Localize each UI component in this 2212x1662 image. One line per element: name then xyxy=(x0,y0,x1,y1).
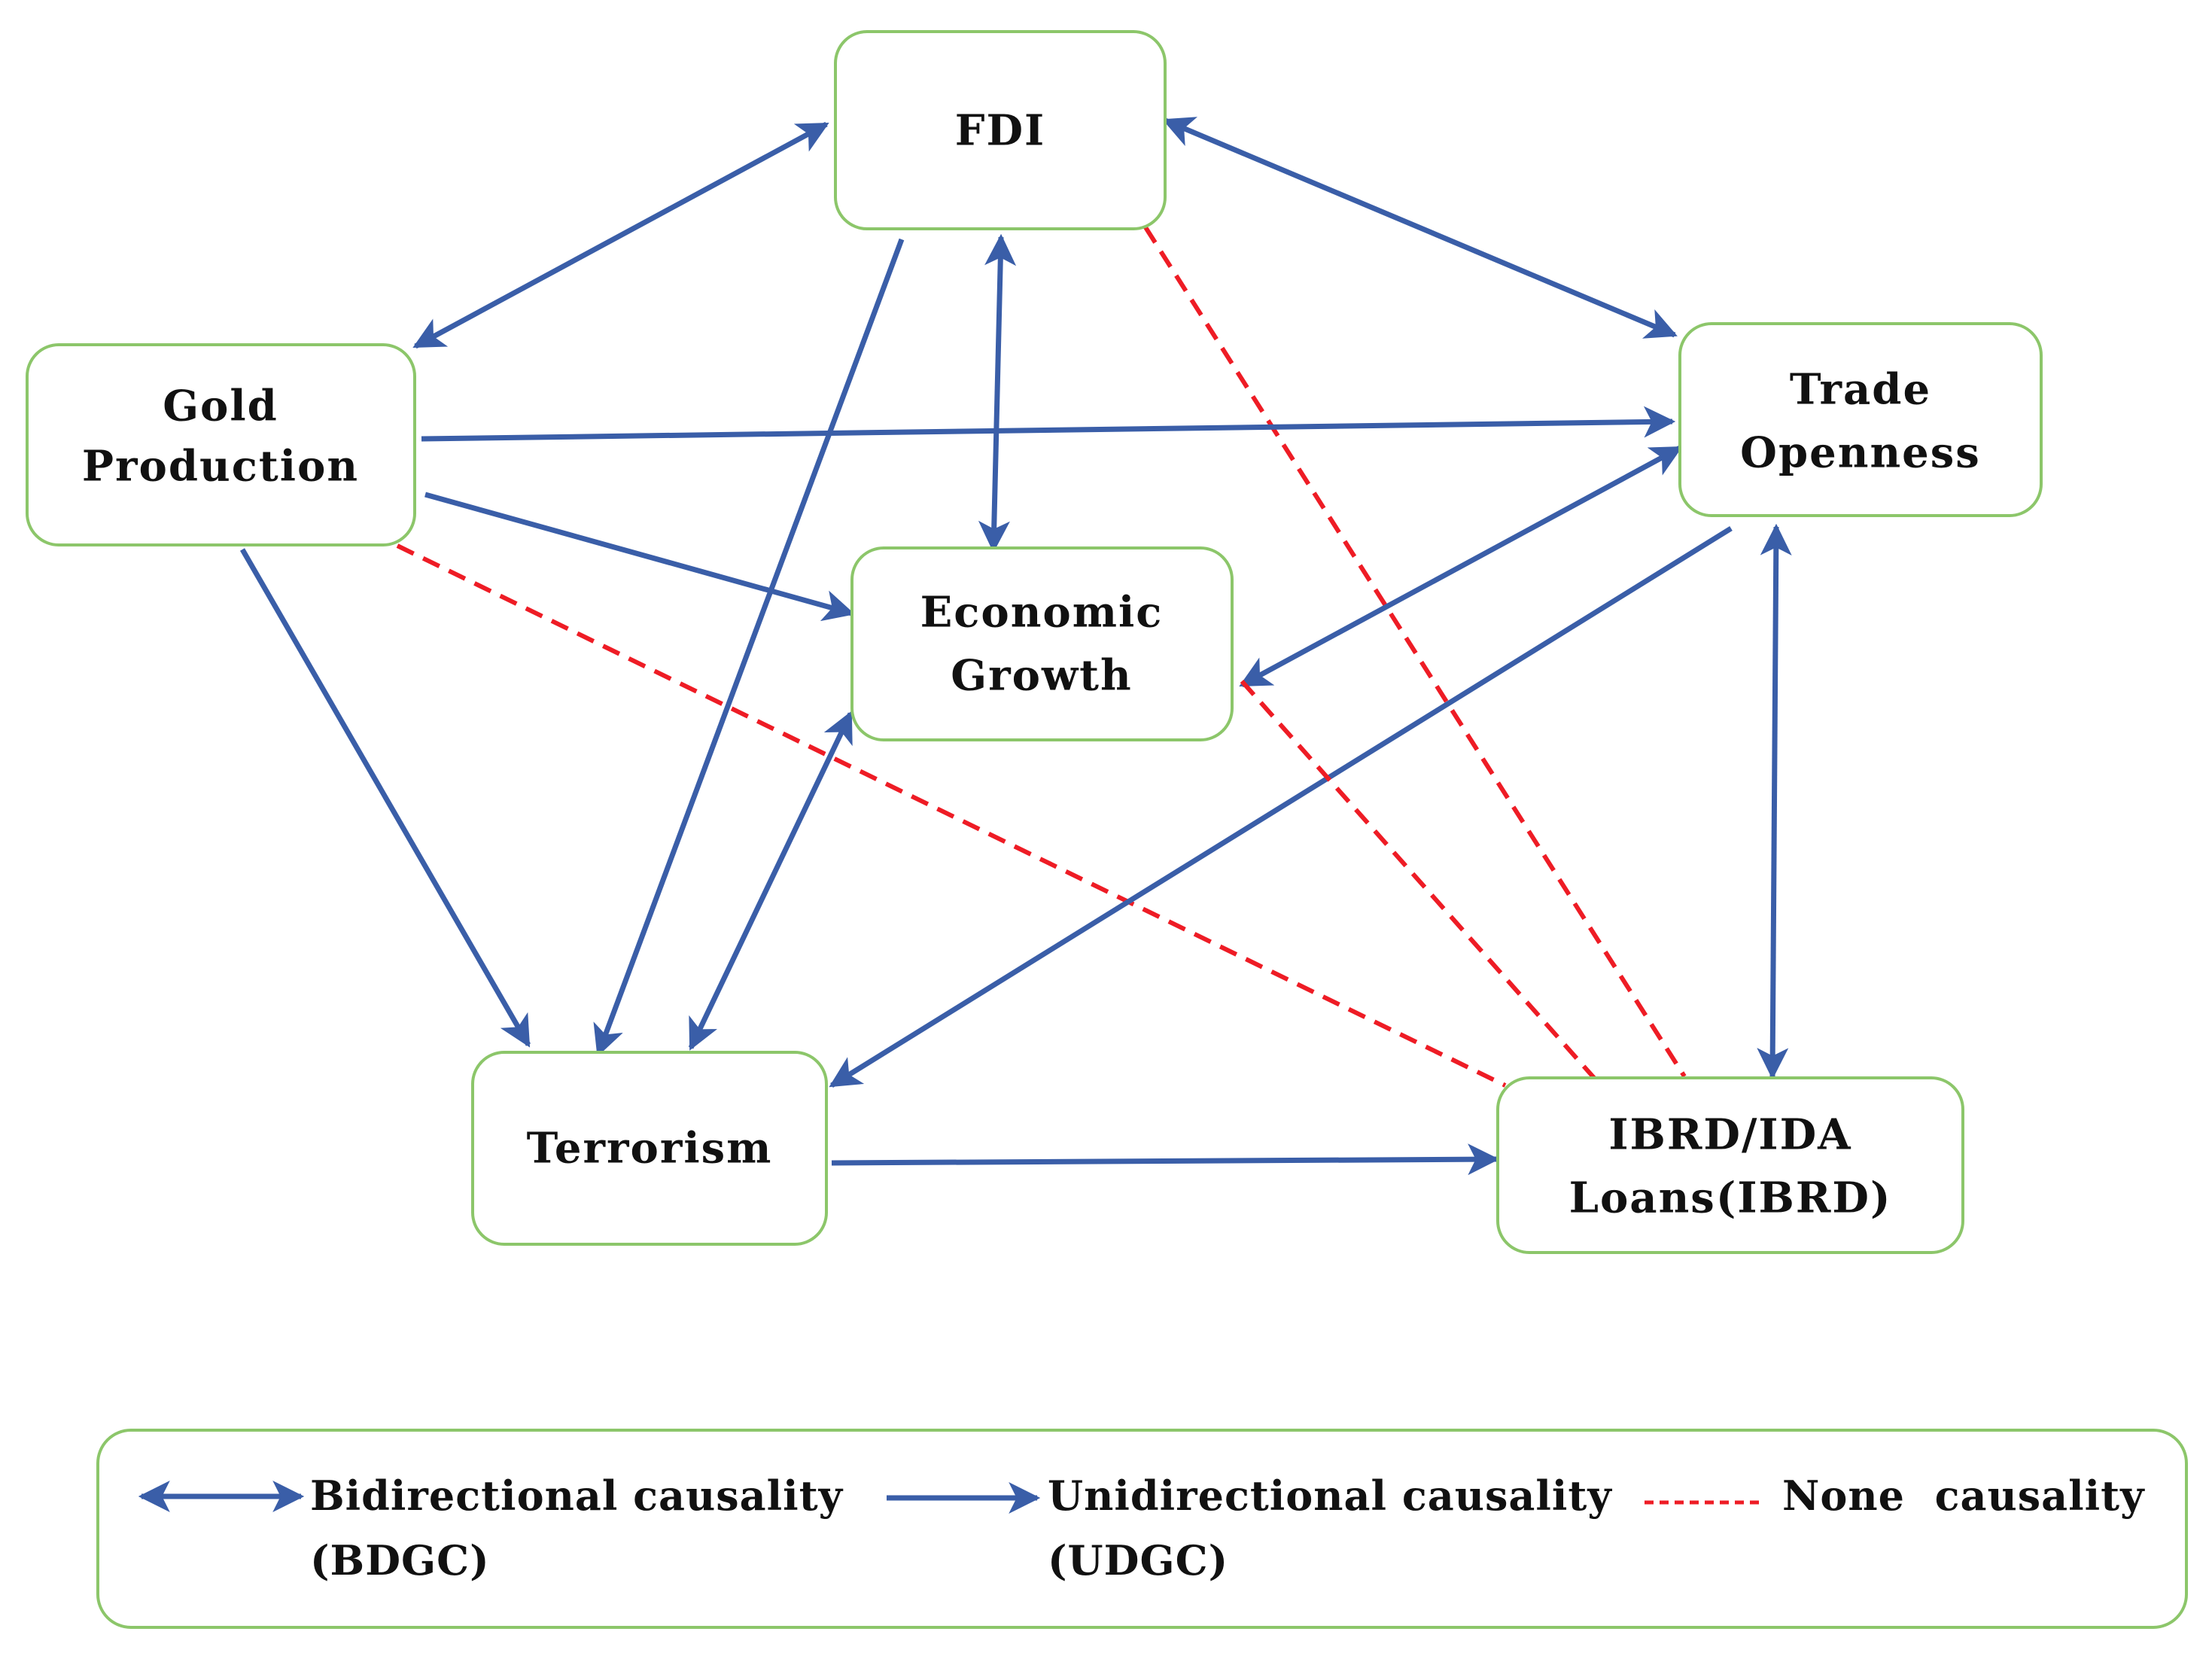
edge-fdi-growth xyxy=(978,233,1017,553)
node-economic-growth-line2: Growth xyxy=(951,651,1132,701)
node-terrorism-label: Terrorism xyxy=(527,1124,773,1173)
node-trade-openness-box xyxy=(1678,322,2043,517)
node-ibrd-ida-loans-line1: IBRD/IDA xyxy=(1608,1110,1851,1160)
legend-bidirectional-line1: Bidirectional causality xyxy=(310,1472,844,1520)
node-fdi-box xyxy=(834,30,1167,230)
edge-gold-trade xyxy=(421,406,1676,442)
node-ibrd-ida-loans-line2: Loans(IBRD) xyxy=(1569,1173,1892,1223)
node-ibrd-ida-loans-box xyxy=(1496,1076,1964,1254)
edge-trade-ibrd xyxy=(1757,523,1792,1080)
legend-bidirectional-line2: (BDGC) xyxy=(310,1536,490,1584)
edge-gold-growth xyxy=(424,492,856,622)
edge-trade-growth xyxy=(1239,445,1683,688)
node-ibrd-ida-loans: IBRD/IDA Loans(IBRD) xyxy=(1496,1076,1964,1254)
edge-growth-terror xyxy=(688,711,853,1051)
node-trade-openness-line2: Openness xyxy=(1740,428,1981,478)
legend-box xyxy=(96,1429,2188,1629)
edge-fdi-terror xyxy=(593,238,905,1057)
node-economic-growth: Economic Growth xyxy=(850,546,1234,741)
node-economic-growth-box xyxy=(850,546,1234,741)
nodes-layer: FDI Gold Production Trade Openness Econo… xyxy=(26,30,2043,1254)
node-gold-production-line1: Gold xyxy=(163,382,278,431)
legend-unidirectional-line2: (UDGC) xyxy=(1048,1536,1228,1584)
legend-unidirectional-line1: Unidirectional causality xyxy=(1048,1472,1612,1520)
edges-layer xyxy=(239,117,1792,1176)
node-gold-production: Gold Production xyxy=(26,343,416,546)
node-fdi: FDI xyxy=(834,30,1167,230)
edge-trade-terror xyxy=(829,526,1733,1088)
edge-gold-terror xyxy=(239,548,531,1048)
node-gold-production-box xyxy=(26,343,416,546)
node-fdi-label: FDI xyxy=(955,106,1046,156)
legend-none-line1: None causality xyxy=(1782,1472,2145,1520)
node-economic-growth-line1: Economic xyxy=(920,588,1164,638)
edge-fdi-gold xyxy=(412,121,829,349)
edge-growth-ibrd xyxy=(1240,680,1596,1079)
node-trade-openness-line1: Trade xyxy=(1790,365,1931,415)
node-trade-openness: Trade Openness xyxy=(1678,322,2043,517)
node-terrorism: Terrorism xyxy=(471,1051,828,1246)
edge-gold-ibrd xyxy=(396,543,1507,1088)
edge-terror-ibrd xyxy=(831,1143,1500,1176)
node-terrorism-box xyxy=(471,1051,828,1246)
edge-fdi-trade xyxy=(1162,117,1678,339)
node-gold-production-line2: Production xyxy=(82,442,359,492)
legend: Bidirectional causality (BDGC) Unidirect… xyxy=(96,1429,2188,1629)
